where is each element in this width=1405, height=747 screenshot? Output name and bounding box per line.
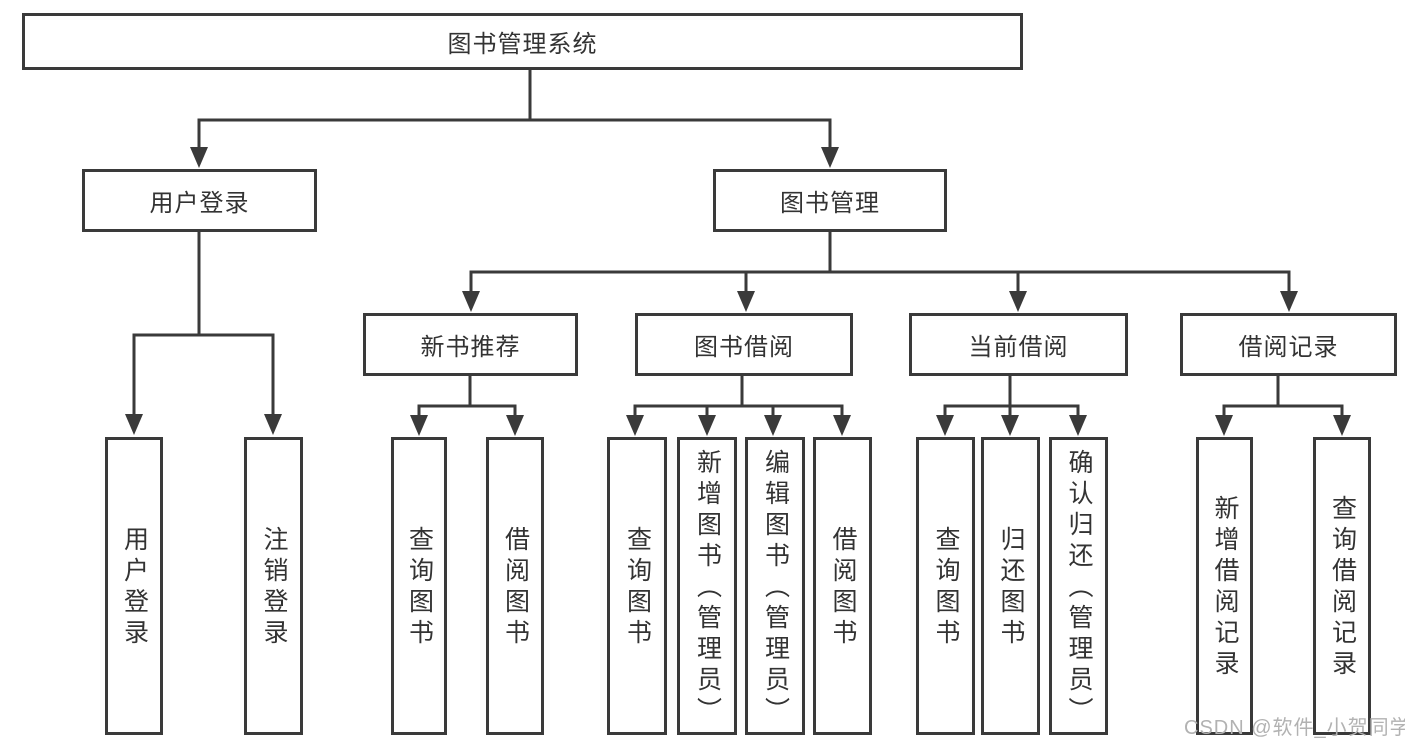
leaf-logout: 注销登录 [244,437,303,735]
leaf-current-return-books: 归还图书 [981,437,1040,735]
leaf-records-add-record: 新增借阅记录 [1196,437,1253,735]
leaf-label: 确认归还（管理员） [1065,448,1093,728]
node-book-borrow: 图书借阅 [635,313,853,376]
leaf-label: 新增图书（管理员） [693,448,722,728]
leaf-borrow-add-books-admin: 新增图书（管理员） [677,437,737,735]
leaf-label: 查询图书 [623,526,652,650]
node-label: 借阅记录 [1238,334,1339,361]
leaf-newbook-query-books: 查询图书 [391,437,447,735]
leaf-label: 借阅图书 [501,526,530,650]
leaf-borrow-edit-books-admin: 编辑图书（管理员） [745,437,805,735]
node-borrow-records: 借阅记录 [1180,313,1397,376]
leaf-user-login: 用户登录 [105,437,163,735]
leaf-label: 借阅图书 [829,526,857,650]
leaf-label: 新增借阅记录 [1211,495,1239,681]
leaf-newbook-borrow-books: 借阅图书 [486,437,544,735]
node-label: 当前借阅 [968,334,1069,361]
leaf-label: 查询借阅记录 [1328,495,1357,681]
node-label: 图书管理系统 [447,31,598,58]
leaf-current-query-books: 查询图书 [916,437,975,735]
leaf-label: 用户登录 [120,526,149,650]
leaf-records-query-record: 查询借阅记录 [1313,437,1371,735]
node-current-borrow: 当前借阅 [909,313,1128,376]
node-book-management: 图书管理 [713,169,947,232]
leaf-label: 归还图书 [997,526,1025,650]
node-label: 图书管理 [780,190,880,217]
node-new-book-recommend: 新书推荐 [363,313,578,376]
leaf-borrow-borrow-books: 借阅图书 [813,437,872,735]
node-label: 用户登录 [149,190,250,217]
node-user-login: 用户登录 [82,169,317,232]
leaf-borrow-query-books: 查询图书 [607,437,667,735]
node-library-system: 图书管理系统 [22,13,1023,70]
leaf-current-confirm-return-admin: 确认归还（管理员） [1049,437,1108,735]
node-label: 新书推荐 [420,334,521,361]
leaf-label: 编辑图书（管理员） [761,448,790,728]
leaf-label: 注销登录 [260,526,288,650]
csdn-watermark: CSDN @软件_小贺同学 [1184,717,1405,739]
node-label: 图书借阅 [694,334,794,361]
leaf-label: 查询图书 [932,526,960,650]
leaf-label: 查询图书 [405,526,434,650]
